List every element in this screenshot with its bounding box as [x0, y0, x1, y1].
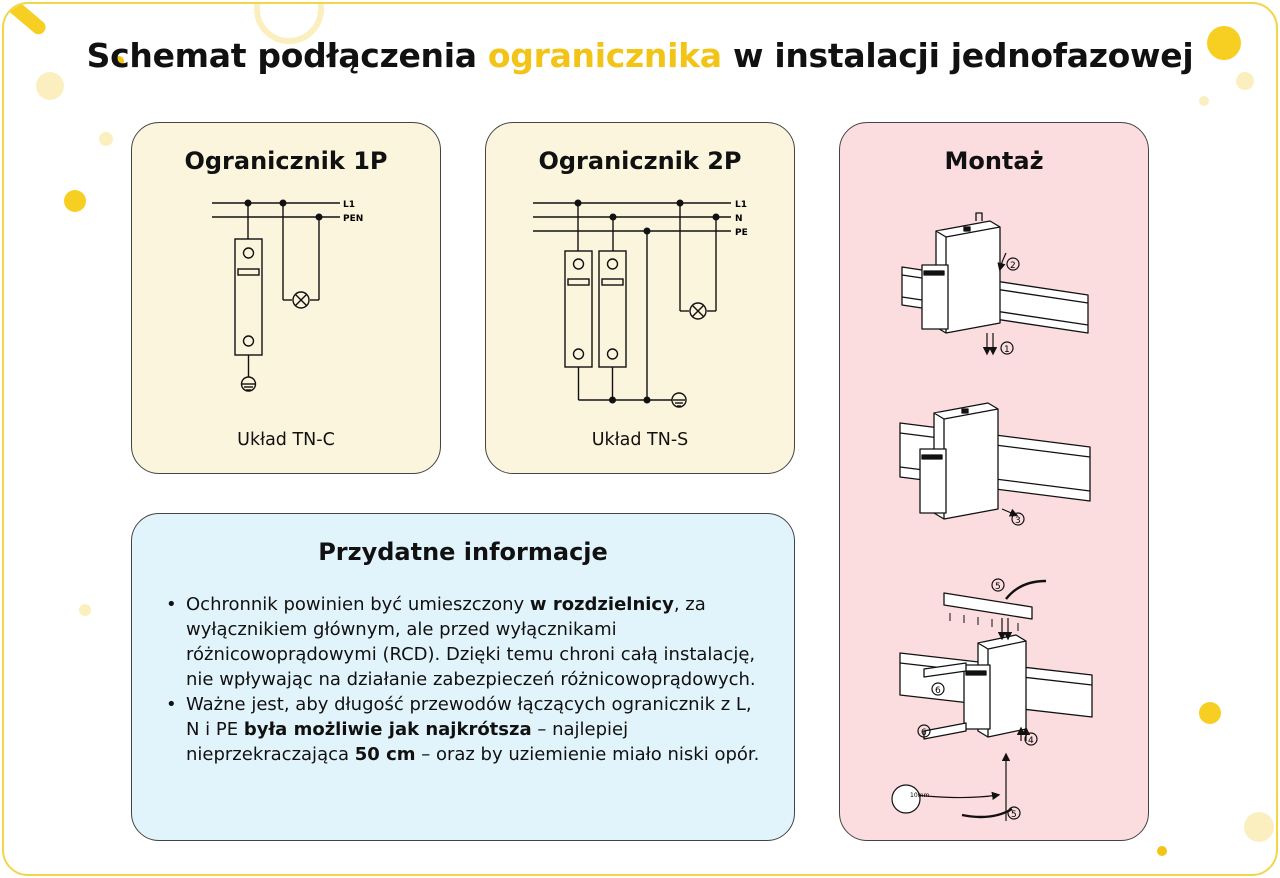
decor-dot — [99, 132, 113, 146]
decor-dot — [1207, 26, 1241, 60]
page-title: Schemat podłączenia ogranicznika w insta… — [86, 36, 1194, 75]
decor-dot — [1199, 702, 1221, 724]
line-label-n: N — [735, 214, 743, 224]
tn-c-wiring-diagram: L1 PEN — [212, 199, 363, 392]
step-badge: 5 — [1011, 810, 1017, 820]
decor-dot — [114, 56, 124, 66]
mount-title: Montaż — [944, 147, 1044, 175]
line-label-l1: L1 — [343, 200, 355, 210]
decor-dot — [36, 72, 64, 100]
line-label-pen: PEN — [343, 214, 363, 224]
step-badge: 6 — [921, 728, 927, 738]
step-badge: 4 — [1028, 736, 1034, 746]
decor-dot — [1199, 96, 1209, 106]
card-1p-title: Ogranicznik 1P — [184, 147, 388, 175]
decor-dot — [1244, 812, 1274, 842]
decor-dot — [1236, 72, 1254, 90]
list-item: Ochronnik powinien być umieszczony w roz… — [164, 592, 764, 692]
step-badge: 2 — [1010, 261, 1016, 271]
decor-dot — [64, 190, 86, 212]
card-2p: Ogranicznik 2P — [485, 122, 795, 474]
decor-dash — [4, 4, 49, 38]
mounting-illustration: 1 2 3 — [891, 212, 1093, 821]
step-badge: 6 — [935, 686, 941, 696]
tn-s-wiring-diagram: L1 N PE — [533, 199, 748, 408]
step-badge: 1 — [1004, 345, 1010, 355]
step-badge: 5 — [995, 582, 1001, 592]
card-2p-title: Ogranicznik 2P — [538, 147, 742, 175]
list-item: Ważne jest, aby długość przewodów łącząc… — [164, 692, 764, 767]
card-1p-caption: Układ TN-C — [237, 430, 335, 450]
info-card: Przydatne informacje Ochronnik powinien … — [131, 513, 795, 841]
decor-dot — [79, 604, 91, 616]
info-title: Przydatne informacje — [318, 538, 608, 566]
line-label-pe: PE — [735, 228, 748, 238]
decor-dot — [1157, 846, 1167, 856]
card-2p-caption: Układ TN-S — [591, 430, 689, 450]
mount-card: Montaż 1 2 — [839, 122, 1149, 841]
dimension-label: 10mm — [910, 792, 929, 799]
step-badge: 3 — [1015, 516, 1021, 526]
line-label-l1: L1 — [735, 200, 747, 210]
info-list: Ochronnik powinien być umieszczony w roz… — [164, 592, 764, 767]
card-1p: Ogranicznik 1P L1 — [131, 122, 441, 474]
